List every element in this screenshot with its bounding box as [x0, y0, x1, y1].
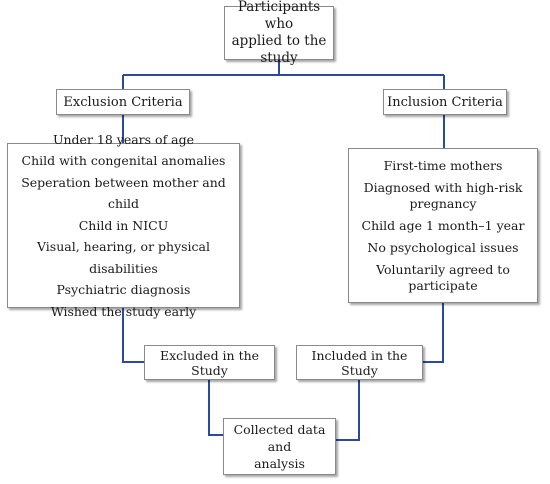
collected-data-box: Collected data and analysis [223, 418, 336, 475]
exclusion-criteria-header: Exclusion Criteria [56, 89, 190, 115]
inclusion-item: No psychological issues [367, 239, 519, 255]
participants-line-3: study [260, 50, 298, 66]
exclusion-item: Seperation between mother and child [21, 174, 226, 212]
connector-included-to-collected [336, 380, 360, 441]
inclusion-item: First-time mothers [383, 157, 503, 173]
connector-inclusion-list-to-included [423, 303, 444, 363]
exclusion-item: Child in NICU [78, 217, 169, 233]
exclusion-item: Child with congenital anomalies [21, 153, 226, 169]
participants-line-2: applied to the [231, 33, 327, 49]
exclusion-criteria-label: Exclusion Criteria [63, 94, 183, 110]
exclusion-item: Visual, hearing, or physical disabilitie… [37, 239, 210, 276]
inclusion-criteria-label: Inclusion Criteria [387, 94, 503, 110]
participants-line-1: Participants who [237, 0, 321, 32]
collected-line-1: Collected data and [233, 422, 326, 454]
collected-line-2: analysis [254, 456, 305, 471]
exclusion-item: Psychiatric diagnosis [56, 282, 191, 298]
excluded-label: Excluded in the Study [159, 347, 260, 378]
inclusion-item: Voluntarily agreed to participate [376, 261, 510, 293]
inclusion-item: Child age 1 month–1 year [361, 217, 525, 233]
excluded-box: Excluded in the Study [144, 345, 275, 380]
exclusion-item: Wished the study early [50, 303, 197, 319]
connector-exclusion-list-to-excluded [122, 308, 144, 363]
included-label: Included in the Study [311, 347, 408, 378]
exclusion-item: Under 18 years of age [52, 131, 195, 147]
inclusion-criteria-header: Inclusion Criteria [383, 89, 507, 115]
included-box: Included in the Study [296, 345, 423, 380]
inclusion-item: Diagnosed with high-risk pregnancy [363, 179, 523, 211]
exclusion-criteria-list: Under 18 years of age Child with congeni… [7, 132, 240, 319]
inclusion-criteria-list: First-time mothers Diagnosed with high-r… [348, 148, 538, 303]
participants-box: Participants who applied to the study [224, 0, 334, 66]
connector-excluded-to-collected [208, 380, 223, 436]
